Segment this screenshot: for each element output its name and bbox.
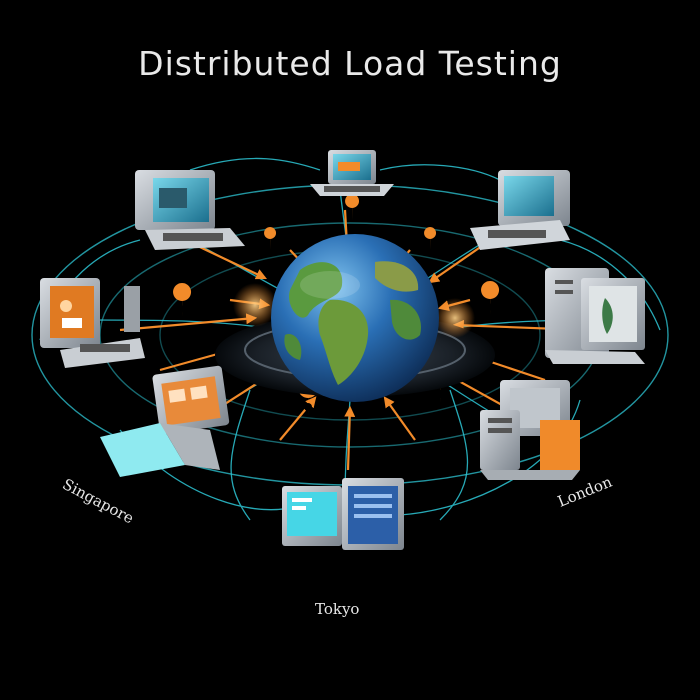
computer-top-left: [135, 170, 245, 250]
globe: [215, 234, 495, 402]
diagram-title: Distributed Load Testing: [138, 44, 562, 83]
computer-bottom-left: [100, 365, 230, 477]
pin-icon: [345, 194, 360, 221]
pin-icon: [424, 227, 437, 250]
computer-right: [545, 268, 645, 364]
computer-bottom-right: [480, 380, 580, 480]
pin-icon: [173, 283, 192, 317]
location-label-tokyo: Tokyo: [315, 600, 360, 618]
pin-icon: [264, 227, 277, 250]
computer-bottom: [282, 478, 404, 550]
computer-top: [310, 150, 394, 196]
computer-left: [40, 278, 145, 368]
computer-top-right: [470, 170, 570, 250]
pin-icon: [481, 281, 500, 315]
